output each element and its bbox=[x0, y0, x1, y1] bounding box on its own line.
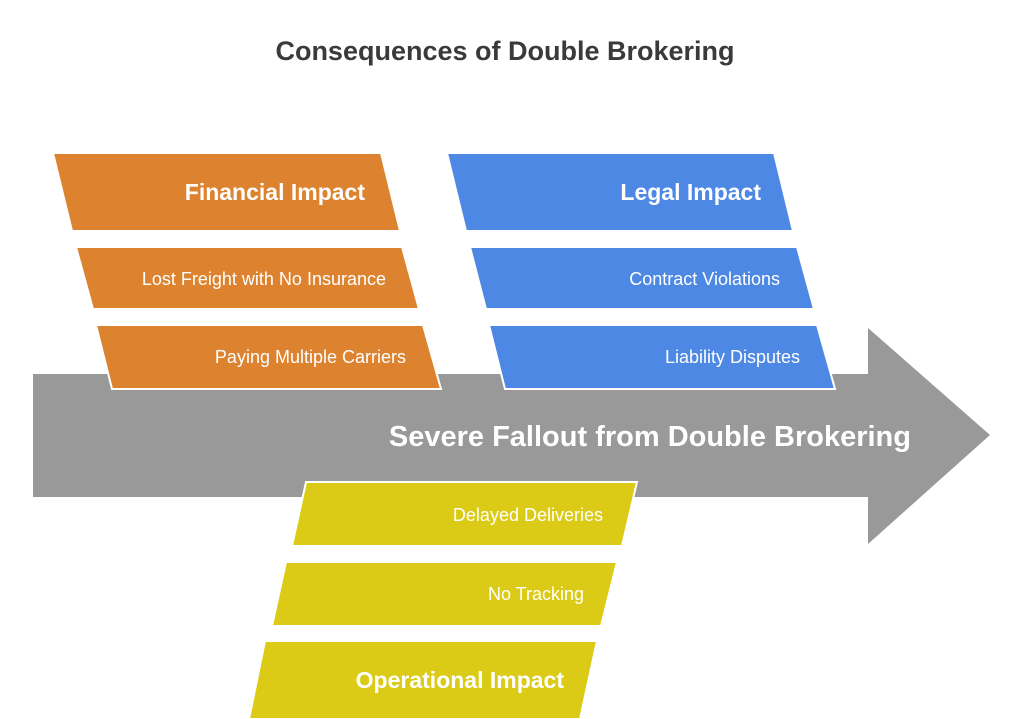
operational-item-delayed-deliveries: Delayed Deliveries bbox=[453, 505, 603, 525]
financial-impact-header: Financial Impact bbox=[185, 179, 366, 205]
operational-impact-header: Operational Impact bbox=[356, 667, 565, 693]
operational-item-no-tracking: No Tracking bbox=[488, 584, 584, 604]
legal-impact-header-box bbox=[445, 152, 795, 232]
legal-impact-header: Legal Impact bbox=[620, 179, 761, 205]
diagram-title: Consequences of Double Brokering bbox=[275, 36, 734, 66]
operational-item-box-delayed-deliveries bbox=[290, 481, 639, 547]
operational-impact-header-box bbox=[247, 640, 599, 719]
financial-item-box-lost-freight bbox=[74, 246, 421, 310]
legal-item-box-liability-disputes bbox=[487, 324, 837, 390]
financial-impact-group: Financial Impact Lost Freight with No In… bbox=[51, 152, 443, 390]
operational-item-box-no-tracking bbox=[270, 561, 619, 627]
operational-impact-group: Delayed Deliveries No Tracking Operation… bbox=[247, 481, 639, 719]
financial-item-box-paying-carriers bbox=[94, 324, 443, 390]
financial-item-paying-carriers: Paying Multiple Carriers bbox=[215, 347, 406, 367]
financial-item-lost-freight: Lost Freight with No Insurance bbox=[142, 269, 386, 289]
spine-label: Severe Fallout from Double Brokering bbox=[389, 421, 911, 453]
legal-item-box-contract-violations bbox=[468, 246, 816, 310]
legal-item-contract-violations: Contract Violations bbox=[629, 269, 780, 289]
legal-item-liability-disputes: Liability Disputes bbox=[665, 347, 800, 367]
financial-impact-header-box bbox=[51, 152, 402, 232]
legal-impact-group: Legal Impact Contract Violations Liabili… bbox=[445, 152, 837, 390]
